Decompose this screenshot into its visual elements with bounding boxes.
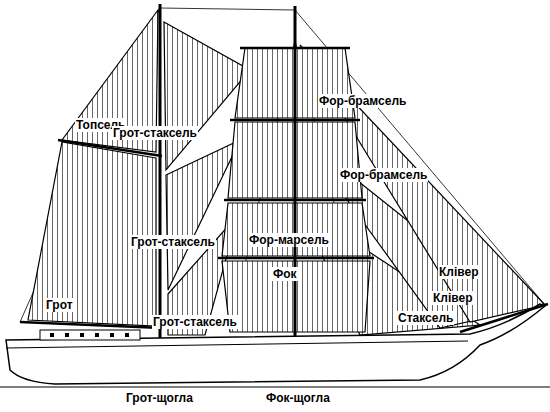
sail-label: Фок — [272, 267, 298, 281]
sail-label: Клівер — [432, 291, 474, 305]
hull — [0, 304, 550, 387]
sail-label: Фор-брамсель — [318, 94, 407, 108]
sail-label: Грот-стаксель — [130, 235, 216, 249]
sail-label: Фор-брамсель — [339, 168, 428, 182]
fore-mast — [294, 6, 297, 340]
sail-label: Фор-марсель — [248, 233, 330, 247]
rigging — [20, 8, 545, 332]
sail-label: Клівер — [438, 265, 480, 279]
sail-label: Грот-щогла — [125, 391, 194, 405]
sail-label: Грот — [45, 298, 74, 312]
sail-label: Грот-стаксель — [152, 315, 238, 329]
sail-label: Грот-стаксель — [112, 126, 198, 140]
main-mast — [159, 4, 162, 345]
sails — [28, 10, 545, 335]
sail-label: Стаксель — [397, 311, 454, 325]
masts — [20, 4, 374, 345]
mainsail — [28, 142, 156, 326]
sail-label: Фок-щогла — [265, 391, 331, 405]
